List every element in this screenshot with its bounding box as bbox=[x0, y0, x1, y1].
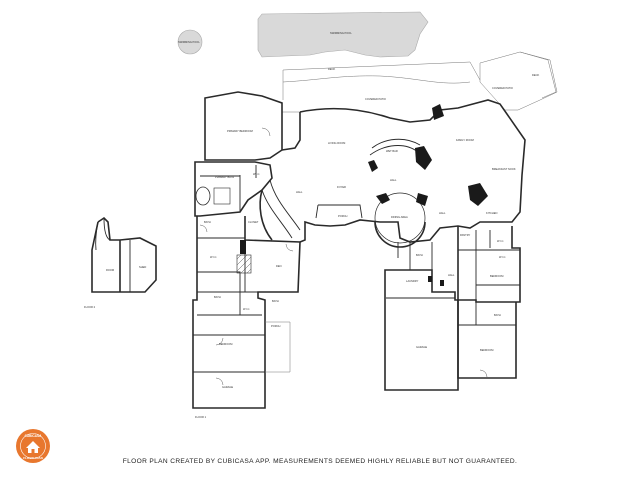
label-covered-patio-right: COVERED PATIO bbox=[492, 86, 513, 90]
vanity-shape bbox=[213, 187, 231, 205]
floor2-walls bbox=[91, 216, 157, 293]
bedroom-right-inner bbox=[458, 302, 516, 326]
label-den: DEN bbox=[276, 264, 282, 268]
foyer-walls bbox=[315, 204, 363, 219]
bathtub-shape bbox=[195, 186, 211, 206]
label-deck-right: DECK bbox=[532, 73, 539, 77]
swimming-pool-shape bbox=[257, 11, 429, 58]
left-wing-walls bbox=[192, 216, 301, 409]
label-bedroom-right: BEDROOM bbox=[480, 348, 493, 352]
small-black-1 bbox=[428, 276, 432, 282]
right-wing-walls bbox=[457, 226, 521, 303]
fireplace-shape bbox=[236, 254, 252, 274]
label-wic-bottom: W.I.C. bbox=[243, 307, 250, 311]
logo-top-text: CUBICASA bbox=[25, 434, 43, 438]
label-bath-den: BATH bbox=[272, 299, 279, 303]
bedroom-right-walls bbox=[457, 300, 517, 379]
label-shed: SHED bbox=[139, 265, 146, 269]
small-black-2 bbox=[440, 280, 444, 286]
label-swimming-pool: SWIMMING POOL bbox=[330, 31, 352, 35]
dining-area-circle bbox=[374, 192, 426, 244]
label-laundry: LAUNDRY bbox=[406, 279, 419, 283]
label-bedroom-left: BEDROOM bbox=[219, 342, 232, 346]
floor2-stairs bbox=[95, 217, 111, 251]
label-primary-bedroom: PRIMARY BEDROOM bbox=[227, 129, 253, 133]
label-bath-laundry: BATH bbox=[416, 253, 423, 257]
label-garage-left: GARAGE bbox=[222, 385, 233, 389]
label-wic: W.I.C. bbox=[253, 172, 260, 176]
label-floor-2: FLOOR 2 bbox=[84, 305, 96, 309]
dining-area-black bbox=[376, 193, 390, 204]
label-hall-right: HALL bbox=[448, 273, 455, 277]
footer-disclaimer: FLOOR PLAN CREATED BY CUBICASA APP. MEAS… bbox=[122, 458, 518, 465]
label-hall-kitchen: HALL bbox=[439, 211, 446, 215]
label-wet-bar: WET BAR bbox=[386, 149, 398, 153]
logo-inner-ring bbox=[20, 433, 46, 459]
label-deck: DECK bbox=[328, 67, 335, 71]
deck-right bbox=[519, 51, 557, 99]
label-floor-1: FLOOR 1 bbox=[195, 415, 207, 419]
label-hall-center: HALL bbox=[390, 178, 397, 182]
door-swing-1 bbox=[261, 127, 271, 137]
logo-bottom-text: FLOOR PLAN bbox=[23, 456, 43, 460]
label-primary-bath: PRIMARY BATH bbox=[215, 175, 234, 179]
deck-curve bbox=[282, 75, 471, 84]
label-family-room: FAMILY ROOM bbox=[456, 138, 474, 142]
label-porch: PORCH bbox=[338, 214, 347, 218]
porch-walls bbox=[265, 321, 291, 373]
door-swing-3 bbox=[215, 377, 224, 386]
living-hall-walls bbox=[299, 99, 526, 243]
black-wall-right bbox=[432, 104, 444, 120]
living-entry-walls bbox=[281, 112, 301, 151]
right-wing-inner bbox=[458, 230, 520, 302]
label-covered-patio: COVERED PATIO bbox=[365, 97, 386, 101]
label-bath-mid: BATH bbox=[214, 295, 221, 299]
primary-bedroom-walls bbox=[204, 91, 283, 161]
label-room-floor2: ROOM bbox=[106, 268, 114, 272]
label-wic-left: W.I.C. bbox=[210, 255, 217, 259]
label-kitchen: KITCHEN bbox=[486, 211, 498, 215]
logo-door bbox=[31, 449, 35, 453]
dining-area-arc bbox=[374, 221, 426, 248]
label-living-room: LIVING ROOM bbox=[328, 141, 345, 145]
label-porch-left: PORCH bbox=[271, 324, 280, 328]
spa-pool-shape bbox=[177, 29, 203, 55]
kitchen-island-black bbox=[468, 183, 488, 206]
black-wall-block bbox=[240, 240, 246, 254]
label-hall: HALL bbox=[296, 190, 303, 194]
wet-bar-counter bbox=[369, 138, 421, 156]
label-foyer: FOYER bbox=[337, 185, 346, 189]
label-bath-right: BATH bbox=[494, 313, 501, 317]
label-bedroom-right-top: BEDROOM bbox=[490, 274, 503, 278]
laundry-walls bbox=[397, 242, 433, 270]
door-swing-2 bbox=[285, 243, 294, 252]
garage-walls bbox=[384, 269, 459, 391]
label-garage: GARAGE bbox=[416, 345, 427, 349]
fireplace-hatch bbox=[236, 254, 252, 274]
door-swing-6 bbox=[215, 337, 224, 346]
label-dining-area: DINING AREA bbox=[391, 215, 408, 219]
left-wing-inner bbox=[193, 237, 265, 373]
stair-curve bbox=[261, 179, 301, 239]
logo-house-icon bbox=[26, 441, 40, 453]
label-wic-right: W.I.C. bbox=[499, 255, 506, 259]
door-swing-4 bbox=[479, 369, 488, 378]
label-bath-left: BATH bbox=[204, 220, 211, 224]
label-closet: CLOSET bbox=[248, 220, 259, 224]
hall-curve bbox=[259, 189, 273, 241]
label-swimming-pool-spa: SWIMMING POOL bbox=[178, 40, 200, 44]
wet-bar-black bbox=[415, 146, 432, 170]
black-wall-top bbox=[368, 160, 378, 172]
primary-bath-inner bbox=[200, 165, 257, 212]
dining-area-black2 bbox=[416, 193, 428, 206]
cubicasa-logo: CUBICASA FLOOR PLAN bbox=[16, 429, 50, 463]
label-pantry: PANTRY bbox=[460, 233, 471, 237]
deck-outline bbox=[282, 61, 481, 113]
door-swing-5 bbox=[199, 224, 208, 233]
label-breakfast-nook: BREAKFAST NOOK bbox=[492, 167, 516, 171]
label-wic-kitchen: W.I.C. bbox=[497, 239, 504, 243]
